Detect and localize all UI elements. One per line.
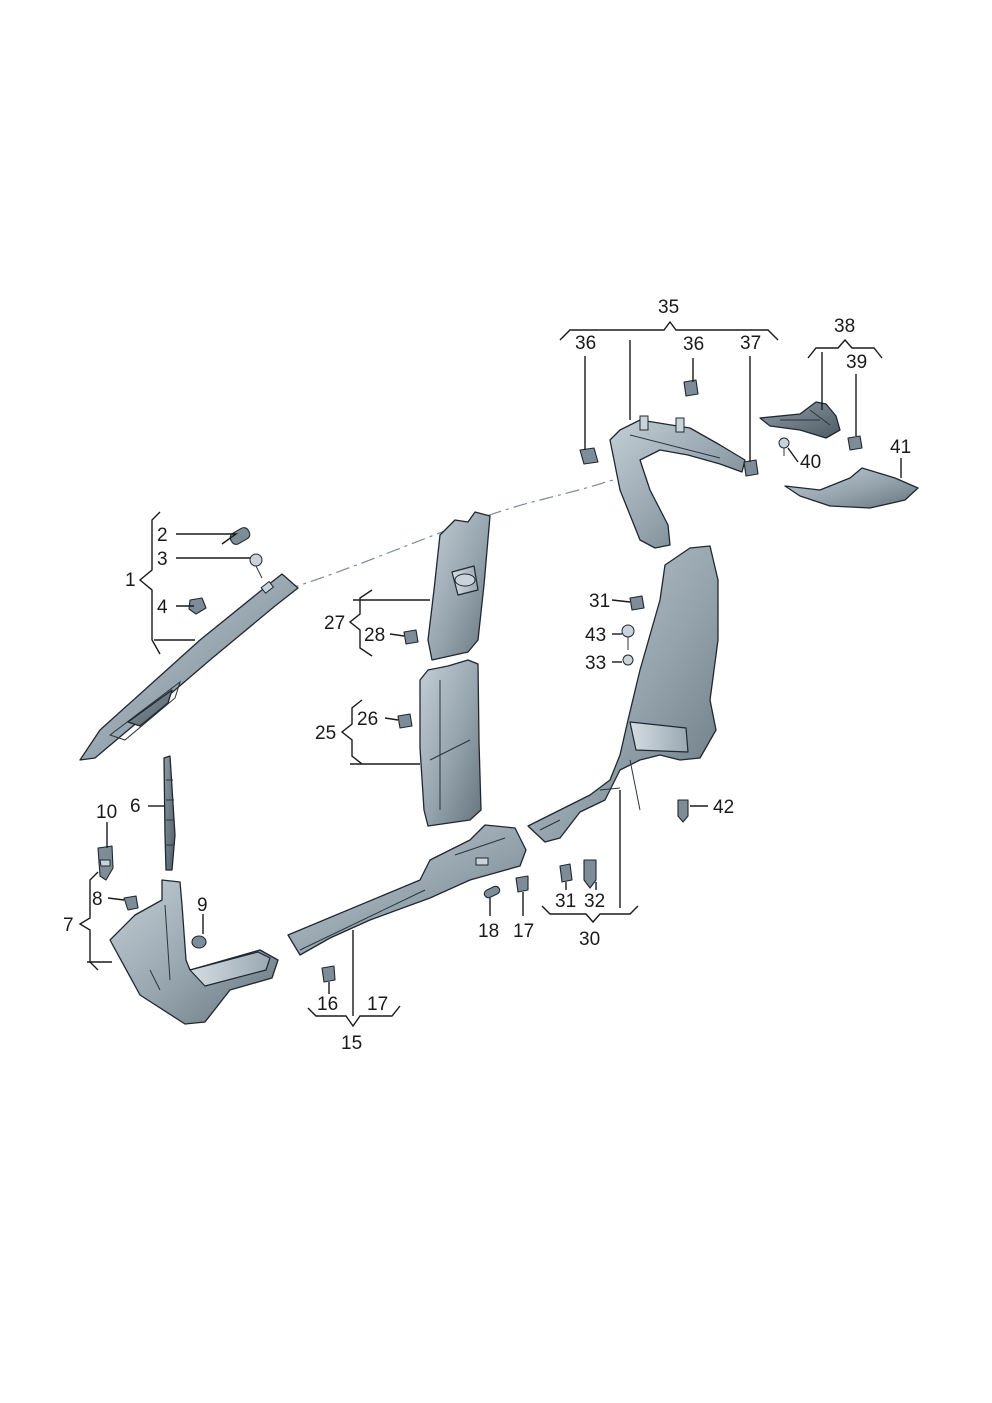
clip-26	[397, 713, 413, 729]
callout-10: 10	[96, 802, 117, 823]
b-pillar-upper-trim	[427, 511, 491, 661]
clip-36-right	[683, 379, 699, 397]
callout-31-upper: 31	[589, 591, 610, 612]
screw-40	[778, 437, 790, 456]
callout-36-right: 36	[683, 334, 704, 355]
screw-3	[249, 553, 263, 579]
callout-43: 43	[585, 625, 606, 646]
callout-labels: 1 2 3 4 6 7 8 9 10 15 16 17 17 18 25 26 …	[63, 297, 911, 1054]
clip-4	[188, 597, 207, 615]
bracket-38	[759, 401, 841, 439]
callout-2: 2	[157, 525, 168, 546]
clip-8	[123, 895, 139, 911]
callout-30: 30	[579, 929, 600, 950]
pin-18	[483, 885, 501, 899]
callout-33: 33	[585, 653, 606, 674]
rear-side-trim	[527, 545, 719, 843]
plug-9	[191, 935, 207, 949]
leader-lines	[87, 340, 902, 1016]
group-braces	[78, 320, 883, 1028]
callout-17-left: 17	[367, 994, 388, 1015]
callout-41: 41	[890, 437, 911, 458]
callout-28: 28	[364, 625, 385, 646]
clip-42	[677, 799, 689, 823]
callout-37: 37	[740, 333, 761, 354]
callout-32: 32	[584, 891, 605, 912]
clip-39	[847, 435, 863, 451]
sill-trim	[287, 824, 527, 956]
clip-10	[97, 845, 114, 881]
callout-38: 38	[834, 316, 855, 337]
callout-39: 39	[846, 352, 867, 373]
cover-41	[784, 467, 919, 509]
callout-25: 25	[315, 723, 336, 744]
callout-3: 3	[157, 549, 168, 570]
callout-8: 8	[92, 889, 103, 910]
screw-43	[621, 624, 635, 650]
a-pillar-trim	[79, 573, 299, 761]
callout-36-left: 36	[575, 333, 596, 354]
callout-18: 18	[478, 921, 499, 942]
seal-strip-6	[163, 755, 176, 871]
callout-42: 42	[713, 797, 734, 818]
clip-31-upper	[629, 595, 645, 611]
clip-31-lower	[559, 863, 573, 883]
callout-9: 9	[197, 895, 208, 916]
clip-37	[743, 459, 759, 477]
callout-35: 35	[658, 297, 679, 318]
callout-27: 27	[324, 613, 345, 634]
screw-33	[622, 654, 634, 666]
callout-26: 26	[357, 709, 378, 730]
callout-40: 40	[800, 452, 821, 473]
b-pillar-lower-trim	[419, 659, 482, 827]
fastener-2	[229, 527, 251, 545]
callout-1: 1	[125, 570, 136, 591]
callout-16: 16	[317, 994, 338, 1015]
callout-17-right: 17	[513, 921, 534, 942]
clip-36-left	[579, 447, 599, 465]
callout-6: 6	[130, 796, 141, 817]
clip-16	[321, 965, 336, 983]
callout-15: 15	[341, 1033, 362, 1054]
clip-17-sill	[515, 875, 529, 893]
reference-line	[284, 479, 616, 591]
upper-rear-trim	[609, 415, 746, 549]
clip-28	[403, 629, 419, 645]
clip-32	[583, 859, 597, 889]
callout-7: 7	[63, 915, 74, 936]
lower-a-pillar-trim	[109, 879, 279, 1025]
callout-4: 4	[157, 597, 168, 618]
callout-31-lower: 31	[555, 891, 576, 912]
